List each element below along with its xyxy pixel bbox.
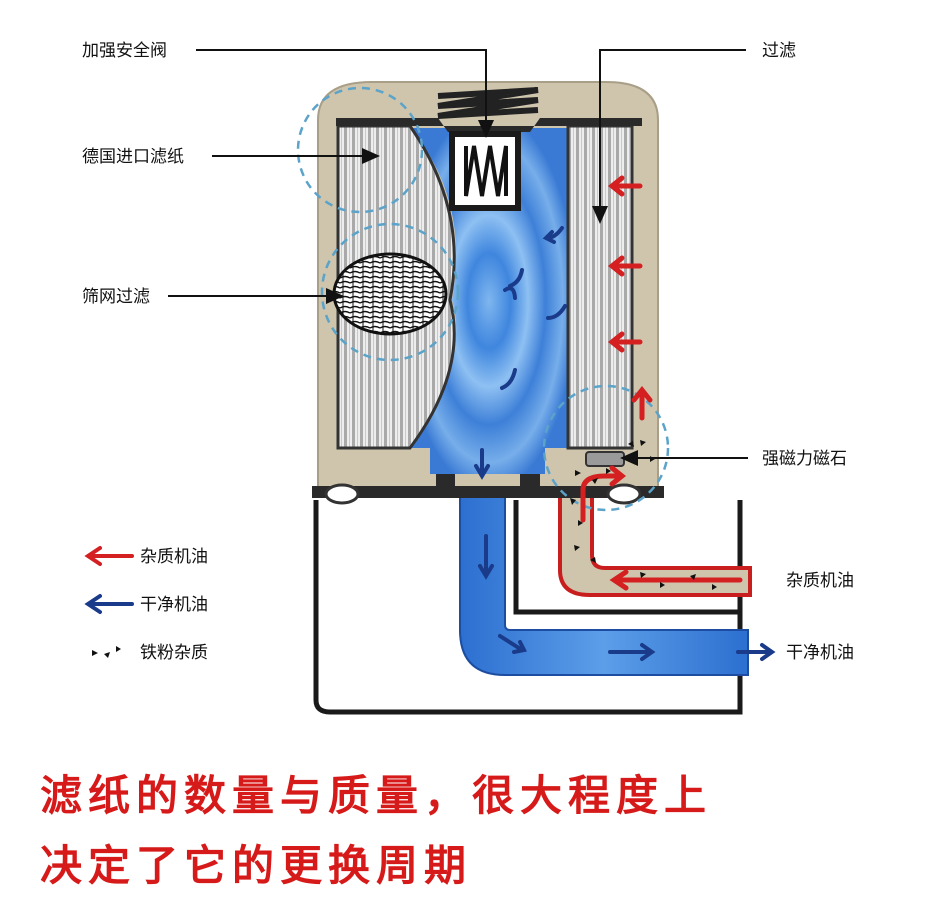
mesh-filter-detail xyxy=(332,252,448,336)
highlight-circle-mesh xyxy=(320,222,460,362)
highlight-circle-magnet xyxy=(542,384,670,512)
clean-oil-arrows xyxy=(474,226,776,661)
left-port xyxy=(324,483,360,505)
legend-label-clean-oil: 干净机油 xyxy=(140,595,208,615)
dirty-oil-arrows xyxy=(580,175,743,591)
label-filter-top: 过滤 xyxy=(762,41,796,61)
label-safety-valve: 加强安全阀 xyxy=(82,41,167,61)
leader-lines xyxy=(168,49,748,466)
legend-iron-icon xyxy=(92,646,121,658)
label-dirty-oil-in: 杂质机油 xyxy=(786,571,854,591)
valve-spring-top xyxy=(437,87,539,119)
right-port xyxy=(606,483,642,505)
legend-dirty-arrow xyxy=(84,546,134,566)
caption-line-1: 滤纸的数量与质量，很大程度上 xyxy=(40,771,713,820)
legend-label-iron: 铁粉杂质 xyxy=(140,643,208,663)
highlight-circle-paper xyxy=(296,86,424,214)
label-mesh-filter: 筛网过滤 xyxy=(82,287,150,307)
valve-spring-inner xyxy=(464,145,508,197)
top-lid xyxy=(336,118,642,132)
legend-label-dirty-oil: 杂质机油 xyxy=(140,547,208,567)
filter-base-plate xyxy=(312,470,664,498)
base-frame xyxy=(313,500,743,715)
legend-clean-arrow xyxy=(84,594,134,614)
legend xyxy=(84,546,134,658)
caption-line-2: 决定了它的更换周期 xyxy=(40,841,473,890)
oil-chamber xyxy=(410,128,568,474)
base-inner-frame xyxy=(513,500,740,615)
magnet-block xyxy=(585,451,625,467)
label-magnet: 强磁力磁石 xyxy=(762,449,847,469)
label-german-paper: 德国进口滤纸 xyxy=(82,147,184,167)
label-clean-oil-out: 干净机油 xyxy=(786,643,854,663)
